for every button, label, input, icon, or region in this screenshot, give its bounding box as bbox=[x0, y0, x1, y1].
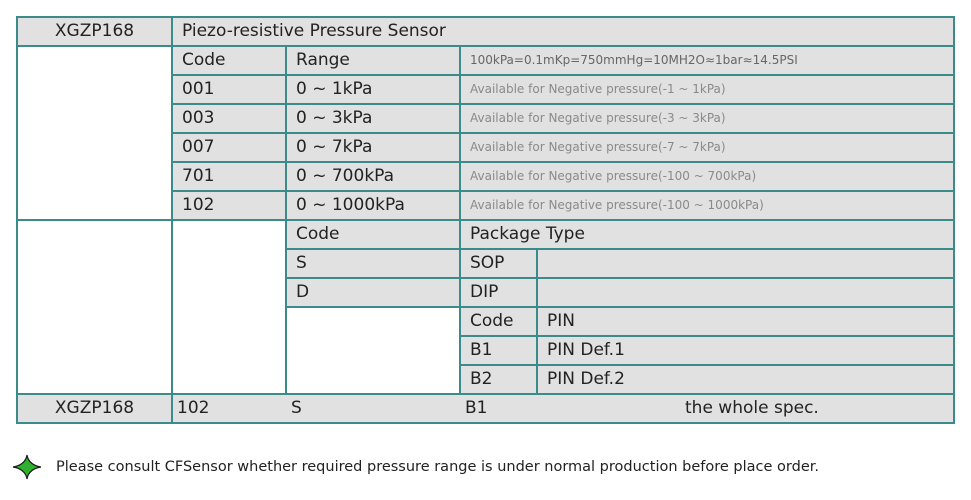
range-note: Available for Negative pressure(-100 ~ 7… bbox=[459, 161, 955, 192]
range-value: 0 ~ 3kPa bbox=[285, 103, 461, 134]
blank-model-column bbox=[16, 45, 173, 221]
title-cell: Piezo-resistive Pressure Sensor bbox=[171, 16, 955, 47]
example-model: XGZP168 bbox=[16, 393, 173, 424]
range-row: 102 0 ~ 1000kPa Available for Negative p… bbox=[17, 190, 955, 221]
pin-header: PIN bbox=[536, 306, 955, 337]
range-row: 001 0 ~ 1kPa Available for Negative pres… bbox=[17, 74, 955, 105]
range-row: 007 0 ~ 7kPa Available for Negative pres… bbox=[17, 132, 955, 163]
package-blank bbox=[536, 277, 955, 308]
range-value: 0 ~ 700kPa bbox=[285, 161, 461, 192]
footnote-text: Please consult CFSensor whether required… bbox=[56, 459, 819, 475]
package-row: D DIP bbox=[17, 277, 955, 308]
package-type-header: Package Type bbox=[459, 219, 955, 250]
example-description: the whole spec. bbox=[685, 398, 819, 418]
range-code: 701 bbox=[171, 161, 287, 192]
blank-package-column bbox=[285, 306, 461, 395]
range-value: 0 ~ 1kPa bbox=[285, 74, 461, 105]
blank-range-column bbox=[171, 219, 287, 395]
header-row: XGZP168 Piezo-resistive Pressure Sensor bbox=[16, 16, 955, 47]
package-row: S SOP bbox=[17, 248, 955, 279]
range-value: 0 ~ 7kPa bbox=[285, 132, 461, 163]
range-code: 102 bbox=[171, 190, 287, 221]
range-note: Available for Negative pressure(-7 ~ 7kP… bbox=[459, 132, 955, 163]
pin-row: B1 PIN Def.1 bbox=[17, 335, 955, 366]
package-code: S bbox=[285, 248, 461, 279]
package-code-header: Code bbox=[285, 219, 461, 250]
pin-def: PIN Def.1 bbox=[536, 335, 955, 366]
range-note: Available for Negative pressure(-1 ~ 1kP… bbox=[459, 74, 955, 105]
pin-code: B1 bbox=[459, 335, 538, 366]
range-row: 701 0 ~ 700kPa Available for Negative pr… bbox=[17, 161, 955, 192]
model-cell: XGZP168 bbox=[16, 16, 173, 47]
example-package-code: S bbox=[291, 398, 302, 418]
pin-row: B2 PIN Def.2 bbox=[17, 364, 955, 395]
range-row: 003 0 ~ 3kPa Available for Negative pres… bbox=[17, 103, 955, 134]
range-header-row: Code Range 100kPa=0.1mKp=750mmHg=10MH2O≈… bbox=[16, 45, 955, 221]
range-code: 007 bbox=[171, 132, 287, 163]
spec-table: XGZP168 Piezo-resistive Pressure Sensor … bbox=[16, 16, 955, 424]
range-value: 0 ~ 1000kPa bbox=[285, 190, 461, 221]
package-type: SOP bbox=[459, 248, 538, 279]
pin-code-header: Code bbox=[459, 306, 538, 337]
example-range-code: 102 bbox=[177, 398, 210, 418]
range-code: 003 bbox=[171, 103, 287, 134]
footnote: Please consult CFSensor whether required… bbox=[12, 454, 819, 480]
package-blank bbox=[536, 248, 955, 279]
pin-code: B2 bbox=[459, 364, 538, 395]
pin-header-row: Code PIN bbox=[17, 306, 955, 395]
package-code: D bbox=[285, 277, 461, 308]
green-diamond-icon bbox=[12, 454, 42, 480]
range-header: Range bbox=[285, 45, 461, 76]
range-code-header: Code bbox=[171, 45, 287, 76]
range-note: Available for Negative pressure(-100 ~ 1… bbox=[459, 190, 955, 221]
example-spec: 102 S B1 the whole spec. bbox=[171, 393, 955, 424]
blank-model-column bbox=[16, 219, 173, 395]
package-header-row: Code Package Type bbox=[16, 219, 955, 395]
example-pin-code: B1 bbox=[465, 398, 488, 418]
pin-def: PIN Def.2 bbox=[536, 364, 955, 395]
example-row: XGZP168 102 S B1 the whole spec. bbox=[16, 393, 955, 424]
range-note: Available for Negative pressure(-3 ~ 3kP… bbox=[459, 103, 955, 134]
conversion-note: 100kPa=0.1mKp=750mmHg=10MH2O≈1bar≈14.5PS… bbox=[459, 45, 955, 76]
range-code: 001 bbox=[171, 74, 287, 105]
package-type: DIP bbox=[459, 277, 538, 308]
